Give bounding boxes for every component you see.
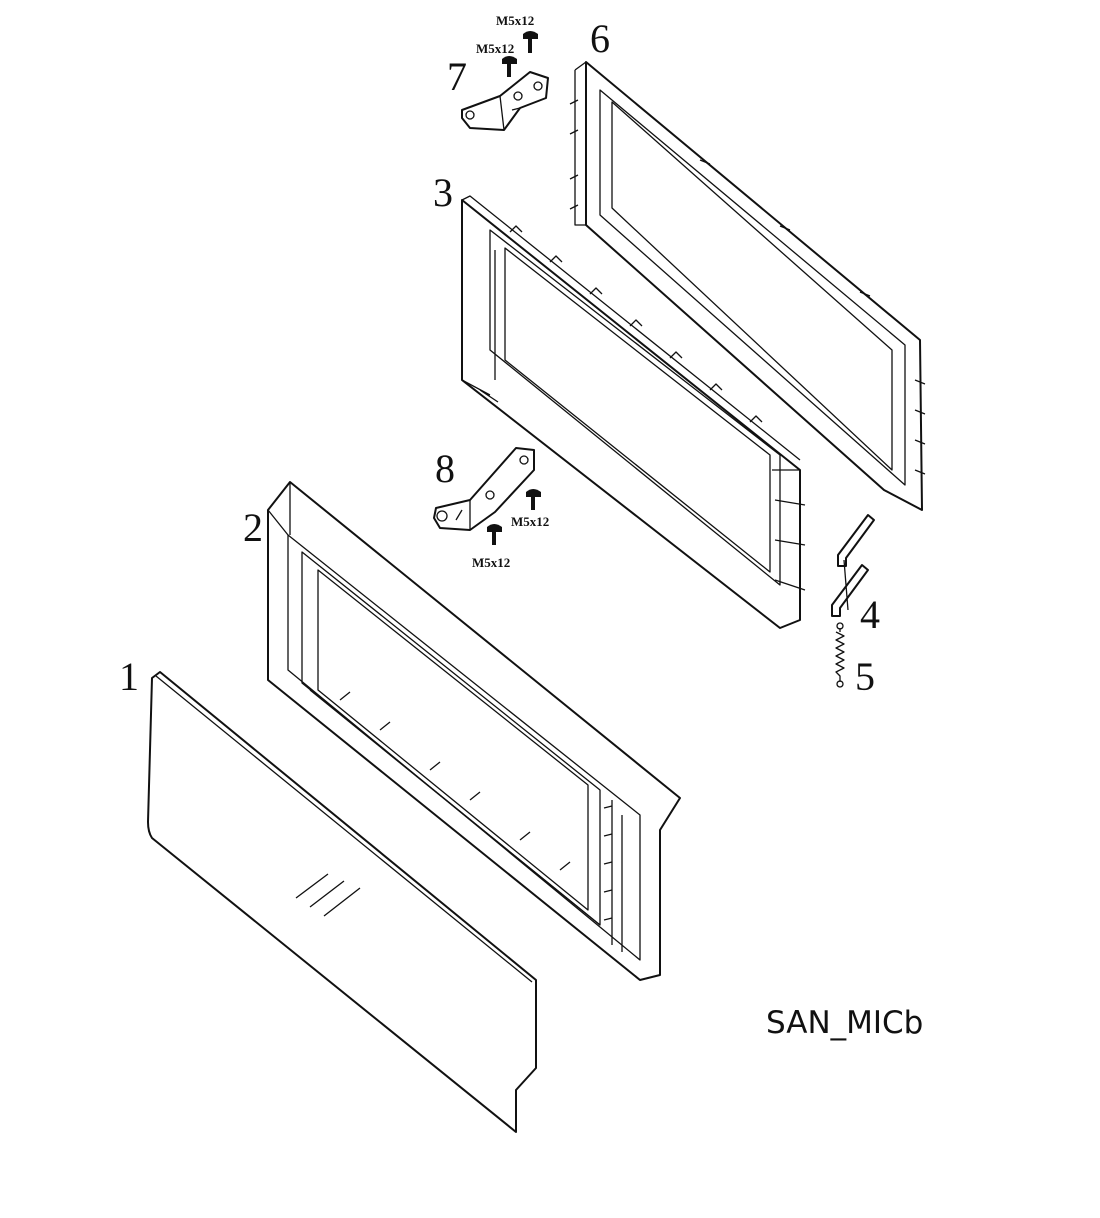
part-number-3: 3 — [433, 170, 453, 215]
part-1-glass-panel — [147, 671, 537, 1133]
screw-label: M5x12 — [472, 555, 510, 570]
part-6-frame — [569, 61, 926, 511]
part-number-5: 5 — [855, 654, 875, 699]
part-3-door-chassis — [461, 195, 806, 629]
part-number-6: 6 — [590, 16, 610, 61]
part-number-8: 8 — [435, 446, 455, 491]
screw-label: M5x12 — [511, 514, 549, 529]
part-8-hinge-bracket — [433, 447, 535, 531]
part-5-spring — [835, 622, 845, 688]
screw-middle-left — [487, 524, 502, 545]
screw-label: M5x12 — [476, 41, 514, 56]
screw-top-right — [523, 31, 538, 53]
part-number-2: 2 — [243, 505, 263, 550]
part-number-7: 7 — [447, 54, 467, 99]
part-number-4: 4 — [860, 592, 880, 637]
diagram-code: SAN_MICb — [766, 1005, 923, 1041]
part-7-hinge-bracket — [461, 71, 549, 131]
part-2-outer-frame — [267, 481, 681, 981]
screw-middle-right — [526, 489, 541, 510]
screw-label: M5x12 — [496, 13, 534, 28]
part-number-1: 1 — [119, 654, 139, 699]
part-4-latch-hooks — [831, 514, 875, 617]
screw-top-left — [502, 56, 517, 77]
